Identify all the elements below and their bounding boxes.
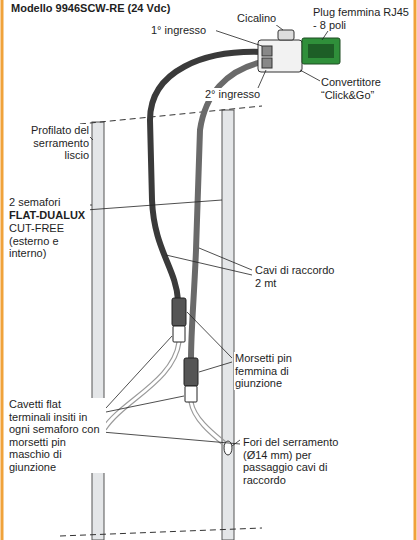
rj45-plug bbox=[302, 38, 340, 64]
cable bbox=[191, 62, 262, 360]
leader-line bbox=[86, 24, 328, 446]
flat-cable bbox=[102, 342, 226, 446]
buzzer bbox=[278, 30, 294, 40]
converter bbox=[258, 30, 340, 72]
part-label: Cicalino bbox=[236, 12, 284, 25]
part-label: 2 semafori bbox=[8, 196, 90, 209]
part-label: CUT-FREE (esterno e interno) bbox=[8, 222, 90, 260]
frame-border bbox=[414, 0, 417, 540]
input-label: 1° ingresso bbox=[150, 24, 216, 37]
part-label: Cavi di raccordo 2 mt bbox=[254, 264, 340, 289]
part-label: Morsetti pin femmina di giunzione bbox=[234, 352, 308, 390]
part-label: Plug femmina RJ45 - 8 poli bbox=[312, 6, 412, 31]
part-label: Profilato del serramento liscio bbox=[8, 124, 90, 162]
female-pin-connector bbox=[172, 298, 198, 386]
window-profile bbox=[60, 106, 262, 540]
part-label: Cavetti flat terminali insiti in ogni se… bbox=[8, 398, 106, 473]
model-title: Modello 9946SCW-RE (24 Vdc) bbox=[10, 2, 272, 15]
product-name: FLAT-DUALUX bbox=[8, 209, 90, 222]
part-label: Fori del serramento (Ø14 mm) per passagg… bbox=[242, 436, 364, 486]
frame-border bbox=[1, 0, 4, 540]
part-label: Convertitore “Click&Go” bbox=[320, 76, 412, 101]
input-label: 2° ingresso bbox=[204, 88, 270, 101]
male-pin-connector bbox=[173, 326, 197, 402]
